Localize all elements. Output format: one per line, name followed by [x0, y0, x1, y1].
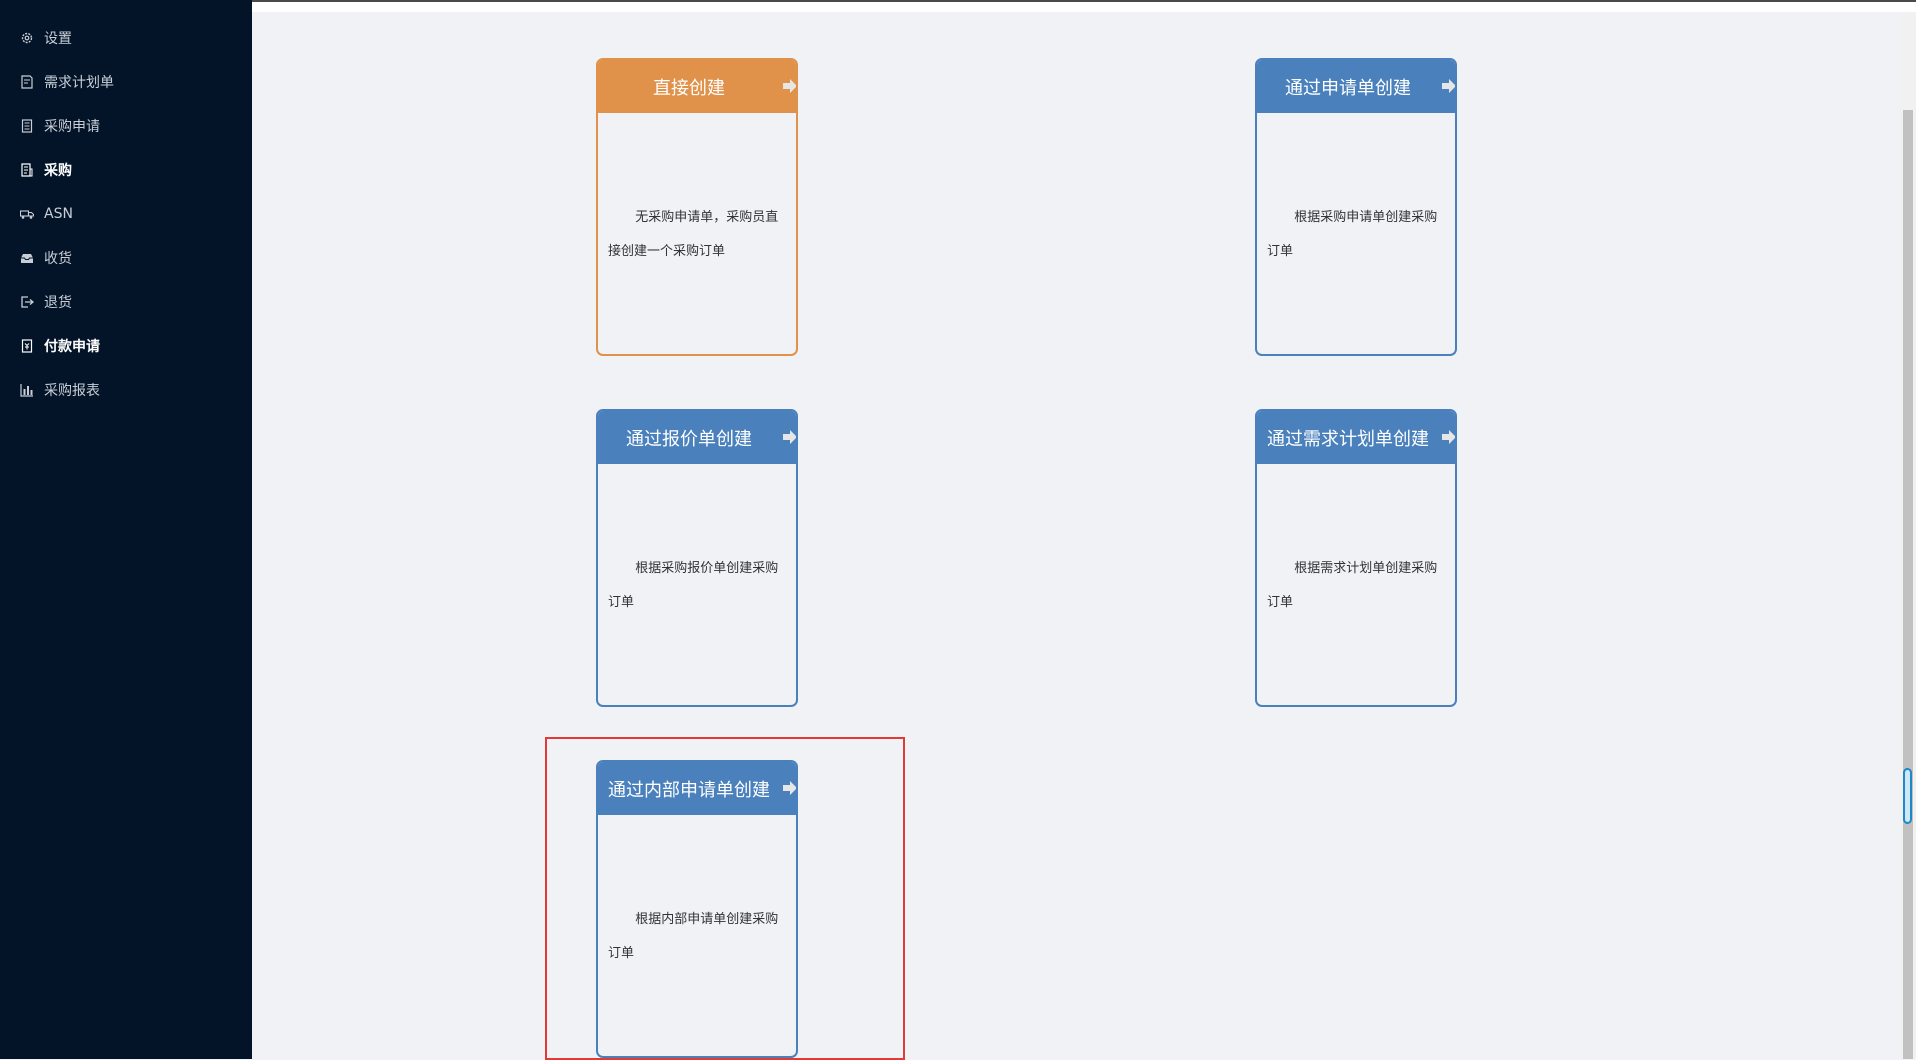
sidebar-item-purchase-request[interactable]: 采购申请 [0, 104, 252, 148]
card-create-from-internal-request[interactable]: 通过内部申请单创建 根据内部申请单创建采购订单 [596, 760, 798, 1058]
card-direct-create[interactable]: 直接创建 无采购申请单，采购员直接创建一个采购订单 [596, 58, 798, 356]
card-title: 直接创建 [653, 77, 725, 99]
card-header: 直接创建 [598, 60, 796, 113]
sidebar-item-label: 采购报表 [44, 383, 100, 399]
sidebar-item-label: 采购申请 [44, 119, 100, 135]
sidebar-item-label: 付款申请 [44, 339, 100, 355]
plan-doc-icon [20, 75, 34, 89]
card-description: 根据采购申请单创建采购订单 [1267, 210, 1438, 259]
card-title: 通过报价单创建 [626, 428, 752, 450]
sidebar: 设置 需求计划单 采购申请 采购 ASN 收货 退货 [0, 0, 252, 1059]
arrow-right-icon [1442, 79, 1455, 93]
scroll-indicator [1903, 768, 1912, 824]
return-icon [20, 295, 34, 309]
highlight-box [545, 737, 905, 1060]
sidebar-item-purchase-report[interactable]: 采购报表 [0, 368, 252, 412]
sidebar-item-payment-request[interactable]: 付款申请 [0, 324, 252, 368]
card-header: 通过内部申请单创建 [598, 762, 796, 815]
card-create-from-quotation[interactable]: 通过报价单创建 根据采购报价单创建采购订单 [596, 409, 798, 707]
card-create-from-demand-plan[interactable]: 通过需求计划单创建 根据需求计划单创建采购订单 [1255, 409, 1457, 707]
arrow-right-icon [783, 781, 796, 795]
scrollbar[interactable] [1900, 14, 1916, 1059]
sidebar-item-settings[interactable]: 设置 [0, 16, 252, 60]
card-title: 通过申请单创建 [1285, 77, 1411, 99]
card-description: 根据采购报价单创建采购订单 [608, 561, 779, 610]
sidebar-item-purchase[interactable]: 采购 [0, 148, 252, 192]
sidebar-item-demand-plan[interactable]: 需求计划单 [0, 60, 252, 104]
card-description: 根据需求计划单创建采购订单 [1267, 561, 1438, 610]
request-doc-icon [20, 119, 34, 133]
sidebar-item-label: 退货 [44, 295, 72, 311]
sidebar-item-label: 采购 [44, 163, 72, 179]
card-header: 通过报价单创建 [598, 411, 796, 464]
sidebar-item-receiving[interactable]: 收货 [0, 236, 252, 280]
arrow-right-icon [783, 79, 796, 93]
card-header: 通过申请单创建 [1257, 60, 1455, 113]
card-description: 无采购申请单，采购员直接创建一个采购订单 [608, 210, 779, 259]
payment-doc-icon [20, 339, 34, 353]
card-header: 通过需求计划单创建 [1257, 411, 1455, 464]
sidebar-item-asn[interactable]: ASN [0, 192, 252, 236]
purchase-doc-icon [20, 163, 34, 177]
card-create-from-request[interactable]: 通过申请单创建 根据采购申请单创建采购订单 [1255, 58, 1457, 356]
sidebar-item-label: 设置 [44, 31, 72, 47]
truck-icon [20, 207, 34, 221]
gear-icon [20, 31, 34, 45]
sidebar-item-returns[interactable]: 退货 [0, 280, 252, 324]
arrow-right-icon [1442, 430, 1455, 444]
card-description: 根据内部申请单创建采购订单 [608, 912, 779, 961]
sidebar-item-label: ASN [44, 206, 73, 222]
sidebar-item-label: 需求计划单 [44, 75, 114, 91]
card-title: 通过需求计划单创建 [1267, 428, 1429, 450]
bar-chart-icon [20, 383, 34, 397]
inbox-icon [20, 251, 34, 265]
card-title: 通过内部申请单创建 [608, 779, 770, 801]
top-bar [252, 0, 1916, 12]
scroll-thumb[interactable] [1903, 110, 1913, 1059]
arrow-right-icon [783, 430, 796, 444]
sidebar-item-label: 收货 [44, 251, 72, 267]
